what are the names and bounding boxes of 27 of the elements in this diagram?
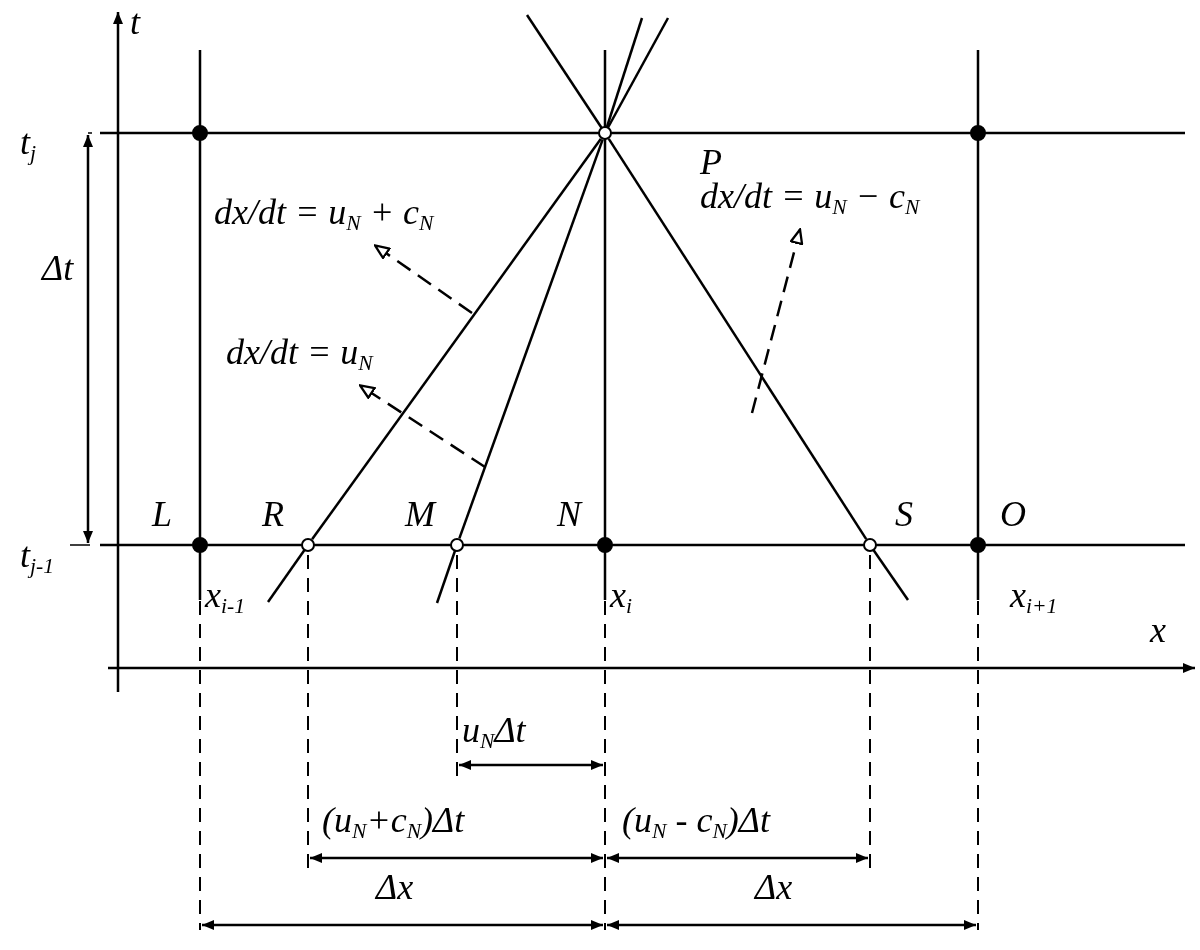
dimension-label: (u$_{N}$+c$_{N}$)Δt [322, 800, 465, 846]
leader-line [750, 228, 804, 414]
equation-label: dx/dt = u$_{N}$ + c$_{N}$ [214, 192, 434, 244]
point-label: R [262, 494, 284, 534]
tick-label: t$_{j-1}$ [20, 535, 54, 581]
tick-label: Δt [42, 248, 74, 288]
axis-label: t [130, 2, 140, 42]
dimension-label: Δx [376, 867, 414, 907]
point-label: L [152, 494, 173, 534]
axis-label: x [1150, 610, 1166, 650]
point-label: M [405, 494, 435, 534]
tick-label: x$_{i-1}$ [205, 575, 245, 621]
tick-label: t$_{j}$ [20, 122, 36, 168]
dimension-label: Δx [755, 867, 793, 907]
characteristic-line [311, 137, 602, 541]
dimension-label: (u$_{N}$ - c$_{N}$)Δt [622, 800, 770, 846]
point-label: O [1000, 494, 1026, 534]
characteristic-line [458, 139, 604, 539]
point-label: S [895, 494, 913, 534]
point-label: N [557, 494, 581, 534]
characteristic-line [607, 138, 868, 540]
leader-line [373, 244, 473, 315]
equation-label: dx/dt = u$_{N}$ [226, 332, 373, 384]
leader-line [358, 384, 486, 469]
tick-label: x$_{i+1}$ [1010, 575, 1058, 621]
dimension-label: u$_{N}$Δt [462, 710, 526, 756]
tick-label: x$_{i}$ [610, 575, 632, 621]
